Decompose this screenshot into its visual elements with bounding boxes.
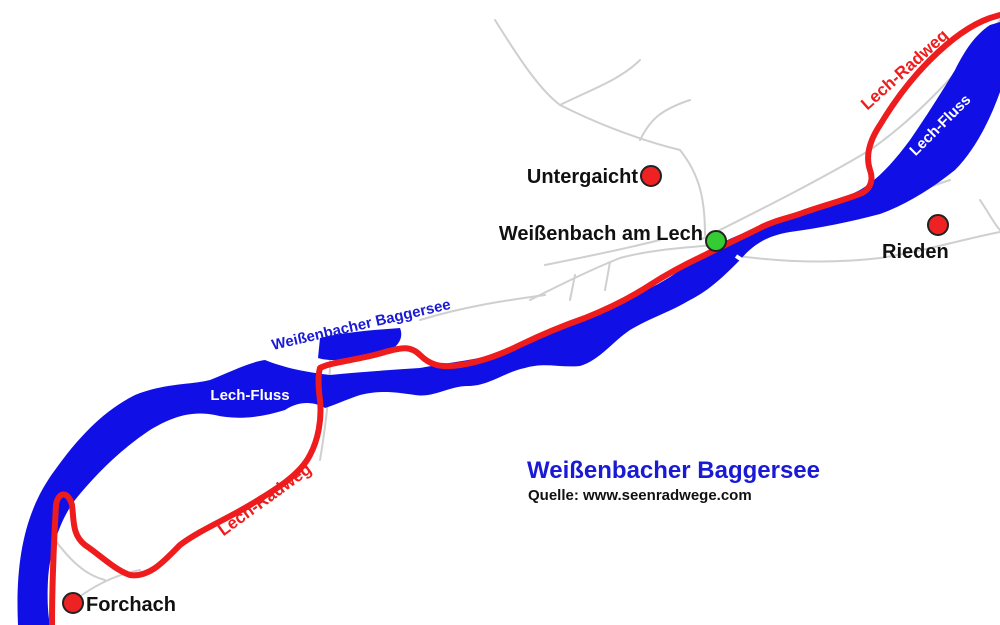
untergaicht-marker[interactable]	[640, 165, 662, 187]
town-label-weissenbach: Weißenbach am Lech	[499, 223, 703, 245]
road-south-link	[319, 359, 331, 461]
road-east	[729, 231, 1000, 263]
lech-river	[17, 22, 1000, 625]
town-label-untergaicht: Untergaicht	[527, 166, 638, 188]
river-gap	[734, 254, 750, 266]
town-label-forchach: Forchach	[86, 594, 176, 616]
forchach-marker[interactable]	[62, 592, 84, 614]
road-southwest	[54, 539, 141, 601]
map-source: Quelle: www.seenradwege.com	[528, 487, 752, 504]
town-label-rieden: Rieden	[882, 241, 949, 263]
road-network	[54, 19, 1000, 601]
town-markers	[62, 165, 949, 614]
lech-radweg-route	[49, 12, 1000, 625]
road-village	[529, 239, 716, 301]
water-bodies	[17, 22, 1000, 625]
road-lake-north	[419, 294, 546, 321]
road-north	[494, 19, 706, 236]
weissenbach-marker[interactable]	[705, 230, 727, 252]
rieden-marker[interactable]	[927, 214, 949, 236]
map-title: Weißenbacher Baggersee	[527, 457, 820, 484]
road-north-branch	[559, 59, 691, 141]
route-label-southwest: Lech-Radweg	[214, 459, 315, 539]
river-label-west: Lech-Fluss	[210, 387, 289, 404]
